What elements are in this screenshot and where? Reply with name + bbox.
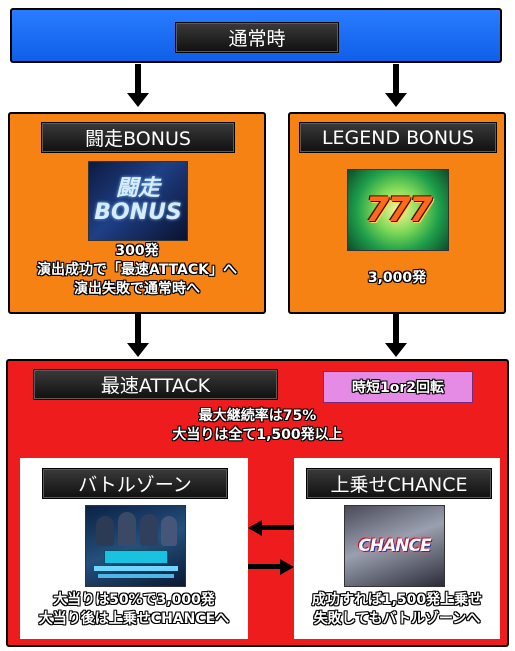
state-normal-title: 通常時	[228, 28, 286, 50]
toso-bonus-label: 闘走BONUS	[41, 122, 235, 153]
legend-bonus-777-text: 777	[365, 190, 433, 230]
uwanose-chance-label: 上乗せCHANCE	[306, 468, 492, 499]
arrow-stem	[393, 314, 399, 344]
toso-bonus-box: 闘走BONUS 闘走 BONUS 300発 演出成功で「最速ATTACK」へ 演…	[8, 112, 266, 314]
arrow-stem	[135, 314, 141, 344]
uwanose-chance-line-2: 失敗してもバトルゾーンへ	[313, 611, 481, 627]
battle-zone-image	[85, 505, 186, 587]
legend-bonus-777-image: 777	[347, 169, 449, 251]
arrow-down-icon	[127, 93, 149, 107]
uwanose-chance-logo-text: CHANCE	[358, 536, 431, 556]
legend-bonus-title: LEGEND BONUS	[321, 126, 475, 149]
toso-bonus-line-2: 演出成功で「最速ATTACK」へ	[36, 262, 238, 278]
toso-bonus-logo-text: 闘走 BONUS	[94, 176, 182, 225]
saisoku-attack-line-1: 最大継続率は75%	[198, 408, 317, 424]
uwanose-chance-description: 成功すれば1,500発上乗せ 失敗してもバトルゾーンへ	[286, 591, 508, 629]
jitan-badge-text: 時短1or2回転	[351, 380, 444, 396]
arrow-right-icon	[248, 558, 294, 576]
character-silhouette	[140, 514, 158, 546]
jitan-badge: 時短1or2回転	[323, 371, 473, 403]
saisoku-attack-title: 最速ATTACK	[100, 375, 211, 397]
saisoku-attack-description: 最大継続率は75% 大当りは全て1,500発以上	[8, 407, 507, 445]
arrow-down-icon	[127, 343, 149, 357]
saisoku-attack-label: 最速ATTACK	[33, 369, 278, 400]
arrow-stem	[135, 64, 141, 94]
arrow-down-icon	[385, 343, 407, 357]
uwanose-chance-image: CHANCE	[344, 505, 445, 587]
battle-zone-caption-strip	[94, 566, 178, 571]
battle-zone-label: バトルゾーン	[42, 468, 228, 499]
state-normal-label: 通常時	[175, 22, 339, 53]
battle-zone-description: 大当りは50%で3,000発 大当り後は上乗せCHANCEへ	[20, 591, 248, 629]
saisoku-attack-box: 最速ATTACK 時短1or2回転 最大継続率は75% 大当りは全て1,500発…	[6, 359, 509, 647]
legend-bonus-description: 3,000発	[290, 269, 504, 288]
character-silhouette	[96, 516, 114, 546]
toso-bonus-line-3: 演出失敗で通常時へ	[74, 281, 200, 297]
legend-bonus-line-1: 3,000発	[367, 270, 427, 286]
battle-zone-title: バトルゾーン	[78, 474, 192, 496]
arrow-left-icon	[248, 519, 294, 537]
legend-bonus-box: LEGEND BONUS 777 3,000発	[288, 112, 506, 314]
battle-zone-caption-strip	[98, 574, 174, 578]
character-silhouette	[118, 512, 136, 546]
battle-zone-logo-strip	[104, 550, 168, 564]
toso-bonus-logo-image: 闘走 BONUS	[88, 161, 188, 241]
legend-bonus-label: LEGEND BONUS	[299, 122, 497, 153]
arrow-down-icon	[385, 93, 407, 107]
toso-bonus-description: 300発 演出成功で「最速ATTACK」へ 演出失敗で通常時へ	[10, 242, 264, 299]
toso-bonus-title: 闘走BONUS	[85, 128, 191, 150]
uwanose-chance-box: 上乗せCHANCE CHANCE 成功すれば1,500発上乗せ 失敗してもバトル…	[294, 458, 500, 639]
uwanose-chance-line-1: 成功すれば1,500発上乗せ	[311, 592, 483, 608]
toso-bonus-line-1: 300発	[115, 243, 159, 259]
character-silhouette	[161, 516, 177, 546]
state-normal-box: 通常時	[10, 8, 502, 63]
uwanose-chance-title: 上乗せCHANCE	[330, 474, 468, 496]
battle-zone-box: バトルゾーン 大当りは50%で3,000発 大当り後は上乗せCHANCEへ	[20, 458, 248, 639]
arrow-stem	[393, 64, 399, 94]
saisoku-attack-line-2: 大当りは全て1,500発以上	[172, 427, 343, 443]
battle-zone-line-1: 大当りは50%で3,000発	[53, 592, 215, 608]
battle-zone-line-2: 大当り後は上乗せCHANCEへ	[38, 611, 230, 627]
